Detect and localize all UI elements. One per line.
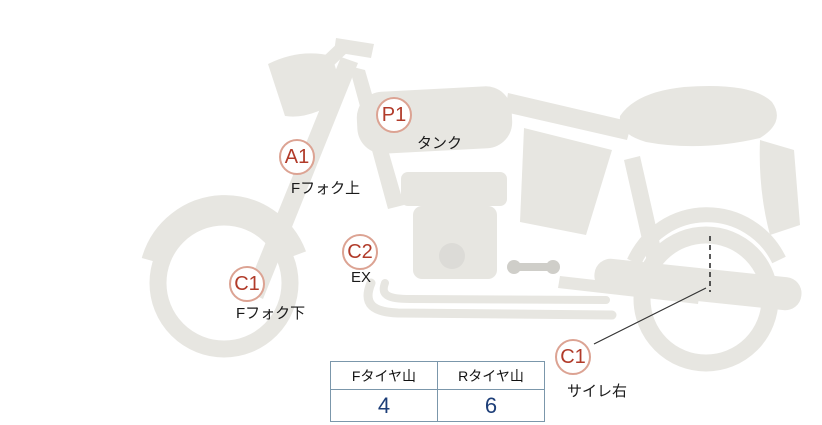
- marker-front-fork-upper-label: Fフォク上: [291, 180, 361, 197]
- headlight-cowl: [268, 53, 344, 117]
- marker-front-fork-lower-badge: C1: [229, 266, 265, 302]
- airbox: [401, 172, 507, 206]
- rear-tire-tread-value: 6: [437, 389, 545, 422]
- front-tire-tread-header: Fタイヤ山: [330, 361, 438, 390]
- tire-tread-value-row: 4 6: [330, 389, 545, 422]
- rear-frame-bar: [505, 93, 632, 140]
- front-wheel: [149, 208, 299, 358]
- exhaust-pipe-upper: [379, 279, 610, 304]
- marker-silencer-right-badge: C1: [555, 339, 591, 375]
- marker-tank-label: タンク: [417, 135, 463, 152]
- seat: [619, 86, 777, 147]
- marker-silencer-right-label: サイレ右: [567, 383, 628, 400]
- rear-shock: [624, 156, 664, 266]
- exhaust-pipe-lower: [363, 278, 617, 320]
- side-cover: [520, 128, 612, 235]
- tail-cowl: [759, 140, 800, 235]
- engine: [413, 206, 497, 279]
- leader-line: [593, 287, 707, 345]
- muffler: [594, 258, 802, 311]
- tire-tread-header-row: Fタイヤ山 Rタイヤ山: [330, 361, 545, 390]
- front-fork: [246, 57, 358, 299]
- tire-tread-table: Fタイヤ山 Rタイヤ山 4 6: [330, 361, 545, 422]
- marker-front-fork-lower-label: Fフォク下: [236, 305, 306, 322]
- marker-exhaust-badge: C2: [342, 234, 378, 270]
- marker-tank-badge: P1: [376, 97, 412, 133]
- handlebar-grip: [334, 38, 374, 58]
- foot-peg-end-left: [507, 260, 521, 274]
- rear-tire-tread-header: Rタイヤ山: [437, 361, 545, 390]
- engine-cover: [439, 243, 465, 269]
- front-tire-tread-value: 4: [330, 389, 438, 422]
- marker-front-fork-upper-badge: A1: [279, 139, 315, 175]
- marker-exhaust-label: EX: [351, 269, 372, 286]
- foot-peg-end-right: [546, 260, 560, 274]
